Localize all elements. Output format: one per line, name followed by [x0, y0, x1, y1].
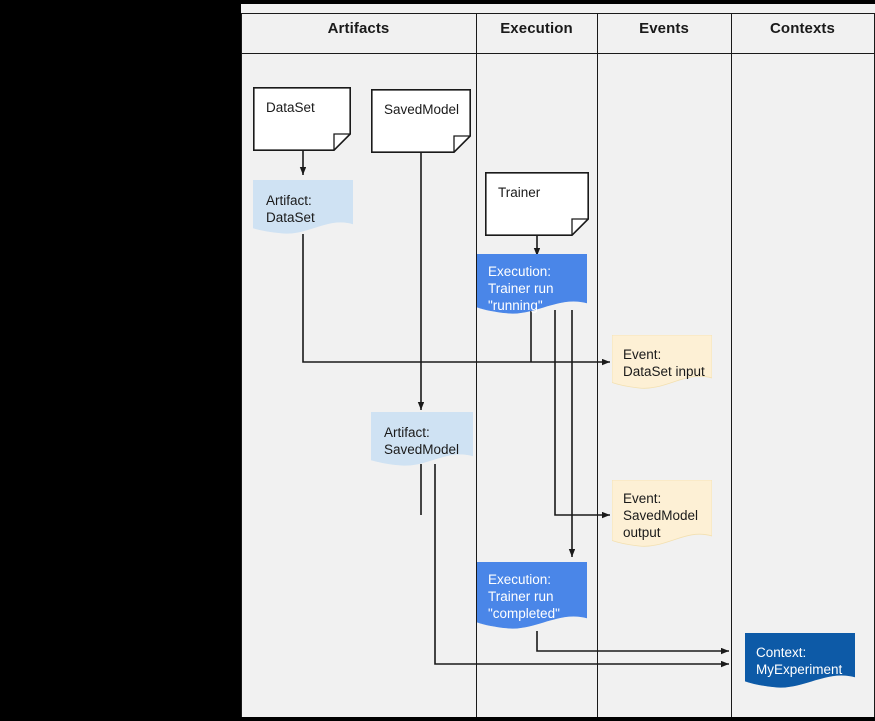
- node-label: Execution: Trainer run "completed": [488, 572, 560, 621]
- edge-execution-completed-to-context: [536, 631, 729, 655]
- node-trainer-type[interactable]: Trainer: [485, 172, 589, 236]
- document-shape-icon: [371, 89, 471, 153]
- connector-layer: [299, 150, 729, 668]
- node-label: Execution: Trainer run "running": [488, 264, 554, 313]
- lane-header-artifacts: Artifacts: [327, 20, 390, 37]
- lane-header-events: Events: [639, 20, 689, 37]
- lane-divider-artifacts-execution: [476, 13, 477, 717]
- node-label: DataSet: [266, 100, 315, 115]
- execution-shape-icon: [477, 254, 587, 314]
- node-label: Artifact: DataSet: [266, 193, 315, 225]
- node-execution-running[interactable]: Execution: Trainer run "running": [477, 254, 587, 316]
- node-label: Event: SavedModel output: [623, 491, 699, 540]
- document-shape-icon: [253, 87, 351, 151]
- lane-divider-execution-events: [597, 13, 598, 717]
- node-event-dataset-input[interactable]: Event: DataSet input: [612, 335, 712, 391]
- event-shape-icon: [612, 335, 712, 389]
- lane-header-execution: Execution: [500, 20, 573, 37]
- header-top-rule: [241, 13, 875, 14]
- node-label: SavedModel: [384, 102, 460, 117]
- diagram-canvas: Artifacts Execution Events Contexts: [241, 4, 875, 717]
- node-savedmodel-type[interactable]: SavedModel: [371, 89, 471, 153]
- node-dataset-type[interactable]: DataSet: [253, 87, 351, 151]
- edge-artifact-dataset-to-event: [302, 234, 610, 366]
- edge-execution-to-event-output: [554, 310, 610, 519]
- context-shape-icon: [745, 633, 855, 688]
- node-artifact-dataset[interactable]: Artifact: DataSet: [253, 180, 353, 236]
- edge-artifact-savedmodel-to-context: [434, 464, 729, 668]
- node-execution-completed[interactable]: Execution: Trainer run "completed": [477, 562, 587, 631]
- event-shape-icon: [612, 480, 712, 547]
- node-label: Event: DataSet input: [623, 347, 705, 379]
- lane-edge-left: [241, 13, 242, 717]
- node-label: Context: MyExperiment: [756, 645, 843, 677]
- artifact-shape-icon: [253, 180, 353, 234]
- document-shape-icon: [485, 172, 589, 236]
- lane-divider-events-contexts: [731, 13, 732, 717]
- node-artifact-savedmodel[interactable]: Artifact: SavedModel: [371, 412, 473, 468]
- header-bottom-rule: [241, 53, 875, 54]
- artifact-shape-icon: [371, 412, 473, 466]
- node-event-savedmodel-output[interactable]: Event: SavedModel output: [612, 480, 712, 549]
- lane-header-contexts: Contexts: [770, 20, 835, 37]
- node-context-myexperiment[interactable]: Context: MyExperiment: [745, 633, 855, 690]
- node-label: Artifact: SavedModel: [384, 425, 460, 457]
- node-label: Trainer: [498, 185, 541, 200]
- execution-shape-icon: [477, 562, 587, 629]
